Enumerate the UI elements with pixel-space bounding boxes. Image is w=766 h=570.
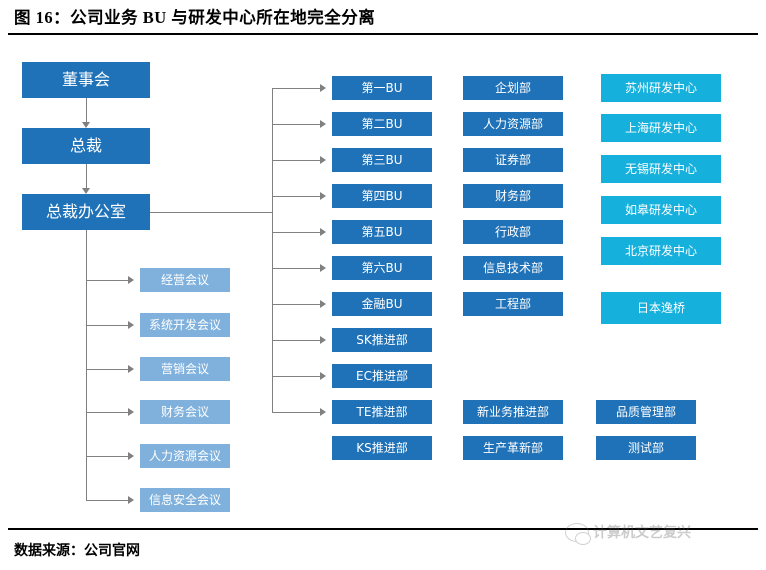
arrow-right-icon <box>320 84 326 92</box>
department-box[interactable]: 财务部 <box>463 184 563 208</box>
bu-box[interactable]: 第五BU <box>332 220 432 244</box>
arrow-right-icon <box>128 365 134 373</box>
source-note: 数据来源：公司官网 <box>14 544 140 559</box>
arrow-right-icon <box>128 452 134 460</box>
connector-meeting <box>86 500 128 501</box>
meeting-box[interactable]: 人力资源会议 <box>140 444 230 468</box>
meeting-box[interactable]: 系统开发会议 <box>140 313 230 337</box>
connector-bu <box>272 412 320 413</box>
header-divider <box>8 33 758 35</box>
connector-meeting <box>86 456 128 457</box>
bu-box[interactable]: 第二BU <box>332 112 432 136</box>
connector-office-trunk <box>150 212 272 213</box>
rd-center-box[interactable]: 无锡研发中心 <box>601 155 721 183</box>
bottom-box[interactable]: 新业务推进部 <box>463 400 563 424</box>
bu-box[interactable]: KS推进部 <box>332 436 432 460</box>
footer-divider <box>8 528 758 530</box>
org-box-president-office[interactable]: 总裁办公室 <box>22 194 150 230</box>
connector-bu <box>272 340 320 341</box>
arrow-right-icon <box>320 156 326 164</box>
arrow-right-icon <box>320 120 326 128</box>
department-box[interactable]: 行政部 <box>463 220 563 244</box>
meeting-box[interactable]: 经营会议 <box>140 268 230 292</box>
arrow-right-icon <box>320 372 326 380</box>
department-box[interactable]: 人力资源部 <box>463 112 563 136</box>
connector-bu <box>272 124 320 125</box>
connector-board-president <box>86 98 87 126</box>
connector-meeting <box>86 412 128 413</box>
arrow-right-icon <box>320 336 326 344</box>
rd-center-box[interactable]: 北京研发中心 <box>601 237 721 265</box>
rd-center-box[interactable]: 如皋研发中心 <box>601 196 721 224</box>
department-box[interactable]: 企划部 <box>463 76 563 100</box>
arrow-right-icon <box>128 321 134 329</box>
connector-bu-trunk <box>272 88 273 413</box>
bottom-box[interactable]: 生产革新部 <box>463 436 563 460</box>
watermark: 计算机文艺复兴 <box>565 522 691 545</box>
arrow-right-icon <box>128 276 134 284</box>
bu-box[interactable]: 第三BU <box>332 148 432 172</box>
bu-box[interactable]: 第四BU <box>332 184 432 208</box>
watermark-text: 计算机文艺复兴 <box>593 525 691 541</box>
arrow-down-icon <box>82 122 90 128</box>
connector-bu <box>272 376 320 377</box>
meeting-box[interactable]: 信息安全会议 <box>140 488 230 512</box>
wechat-icon <box>565 522 591 545</box>
connector-bu <box>272 232 320 233</box>
rd-center-box[interactable]: 上海研发中心 <box>601 114 721 142</box>
rd-center-box[interactable]: 苏州研发中心 <box>601 74 721 102</box>
arrow-right-icon <box>320 264 326 272</box>
bu-box[interactable]: 金融BU <box>332 292 432 316</box>
bu-box[interactable]: TE推进部 <box>332 400 432 424</box>
bu-box[interactable]: 第一BU <box>332 76 432 100</box>
org-box-president[interactable]: 总裁 <box>22 128 150 164</box>
bu-box[interactable]: SK推进部 <box>332 328 432 352</box>
rd-center-box[interactable]: 日本逸桥 <box>601 292 721 324</box>
org-box-board[interactable]: 董事会 <box>22 62 150 98</box>
arrow-down-icon <box>82 188 90 194</box>
arrow-right-icon <box>320 192 326 200</box>
bottom-box[interactable]: 测试部 <box>596 436 696 460</box>
arrow-right-icon <box>128 496 134 504</box>
connector-bu <box>272 88 320 89</box>
bottom-box[interactable]: 品质管理部 <box>596 400 696 424</box>
meeting-box[interactable]: 财务会议 <box>140 400 230 424</box>
connector-meeting <box>86 325 128 326</box>
page-title: 图 16：公司业务 BU 与研发中心所在地完全分离 <box>14 8 376 27</box>
connector-bu <box>272 196 320 197</box>
connector-bu <box>272 160 320 161</box>
meeting-box[interactable]: 营销会议 <box>140 357 230 381</box>
arrow-right-icon <box>128 408 134 416</box>
bu-box[interactable]: 第六BU <box>332 256 432 280</box>
arrow-right-icon <box>320 228 326 236</box>
connector-president-office <box>86 164 87 192</box>
connector-bu <box>272 304 320 305</box>
department-box[interactable]: 工程部 <box>463 292 563 316</box>
connector-meetings-spine <box>86 230 87 500</box>
bu-box[interactable]: EC推进部 <box>332 364 432 388</box>
department-box[interactable]: 证券部 <box>463 148 563 172</box>
department-box[interactable]: 信息技术部 <box>463 256 563 280</box>
arrow-right-icon <box>320 300 326 308</box>
connector-bu <box>272 268 320 269</box>
connector-meeting <box>86 280 128 281</box>
connector-meeting <box>86 369 128 370</box>
arrow-right-icon <box>320 408 326 416</box>
